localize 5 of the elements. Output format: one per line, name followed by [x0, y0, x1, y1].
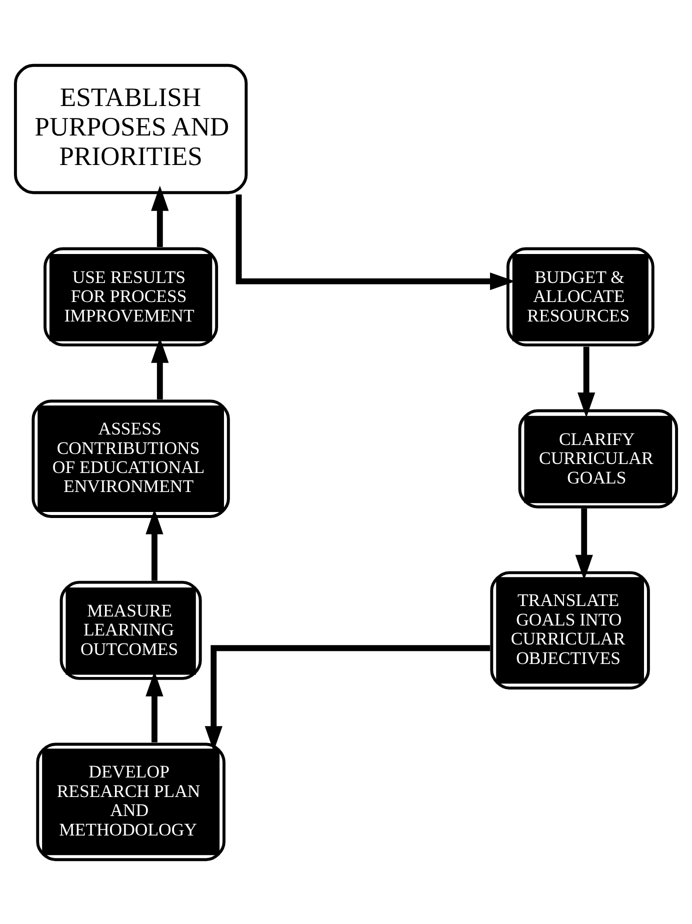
arrow [575, 508, 593, 580]
arrow [578, 346, 596, 418]
arrow [204, 644, 490, 751]
arrow [236, 194, 516, 290]
arrow [151, 185, 169, 246]
